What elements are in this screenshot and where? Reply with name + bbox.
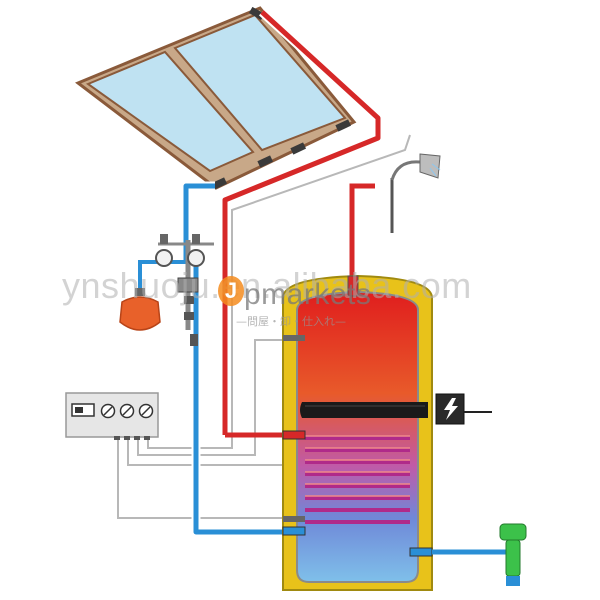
heat-exchanger-coil	[305, 436, 410, 524]
tank-icon	[119, 296, 161, 331]
cold-water-inlet	[432, 523, 527, 586]
valve-handle	[499, 523, 527, 541]
pump-station	[138, 234, 214, 346]
shower-head	[390, 153, 441, 233]
panel-glass-left	[85, 50, 255, 173]
watermark-subtitle: —問屋・卸・仕入れ—	[236, 315, 346, 328]
heater-rod	[300, 402, 428, 418]
lightning-icon	[444, 398, 458, 420]
hot-water-outlet-pipe	[349, 183, 375, 282]
mount-clip	[290, 142, 307, 155]
shower-icon	[419, 153, 441, 179]
expansion-vessel	[119, 288, 161, 331]
watermark-logo: J	[218, 276, 244, 306]
electric-heater	[300, 393, 492, 425]
watermark-brand: pmarkets	[244, 278, 372, 311]
panel-glass-right	[173, 13, 347, 152]
mount-clip	[257, 155, 274, 168]
pressure-gauge	[155, 249, 173, 267]
valve-icon	[505, 539, 521, 577]
storage-tank	[282, 274, 433, 591]
solar-collector-panels	[75, 6, 357, 190]
watermark-text: ynshuoju.en.alibaba.com	[62, 265, 472, 306]
mount-clip	[211, 177, 228, 190]
solar-return-pipe	[183, 183, 290, 535]
control-wires	[117, 134, 411, 519]
mount-clip	[335, 119, 352, 132]
controller	[65, 392, 159, 440]
temperature-gauge	[187, 249, 205, 267]
pump-icon	[177, 277, 199, 293]
